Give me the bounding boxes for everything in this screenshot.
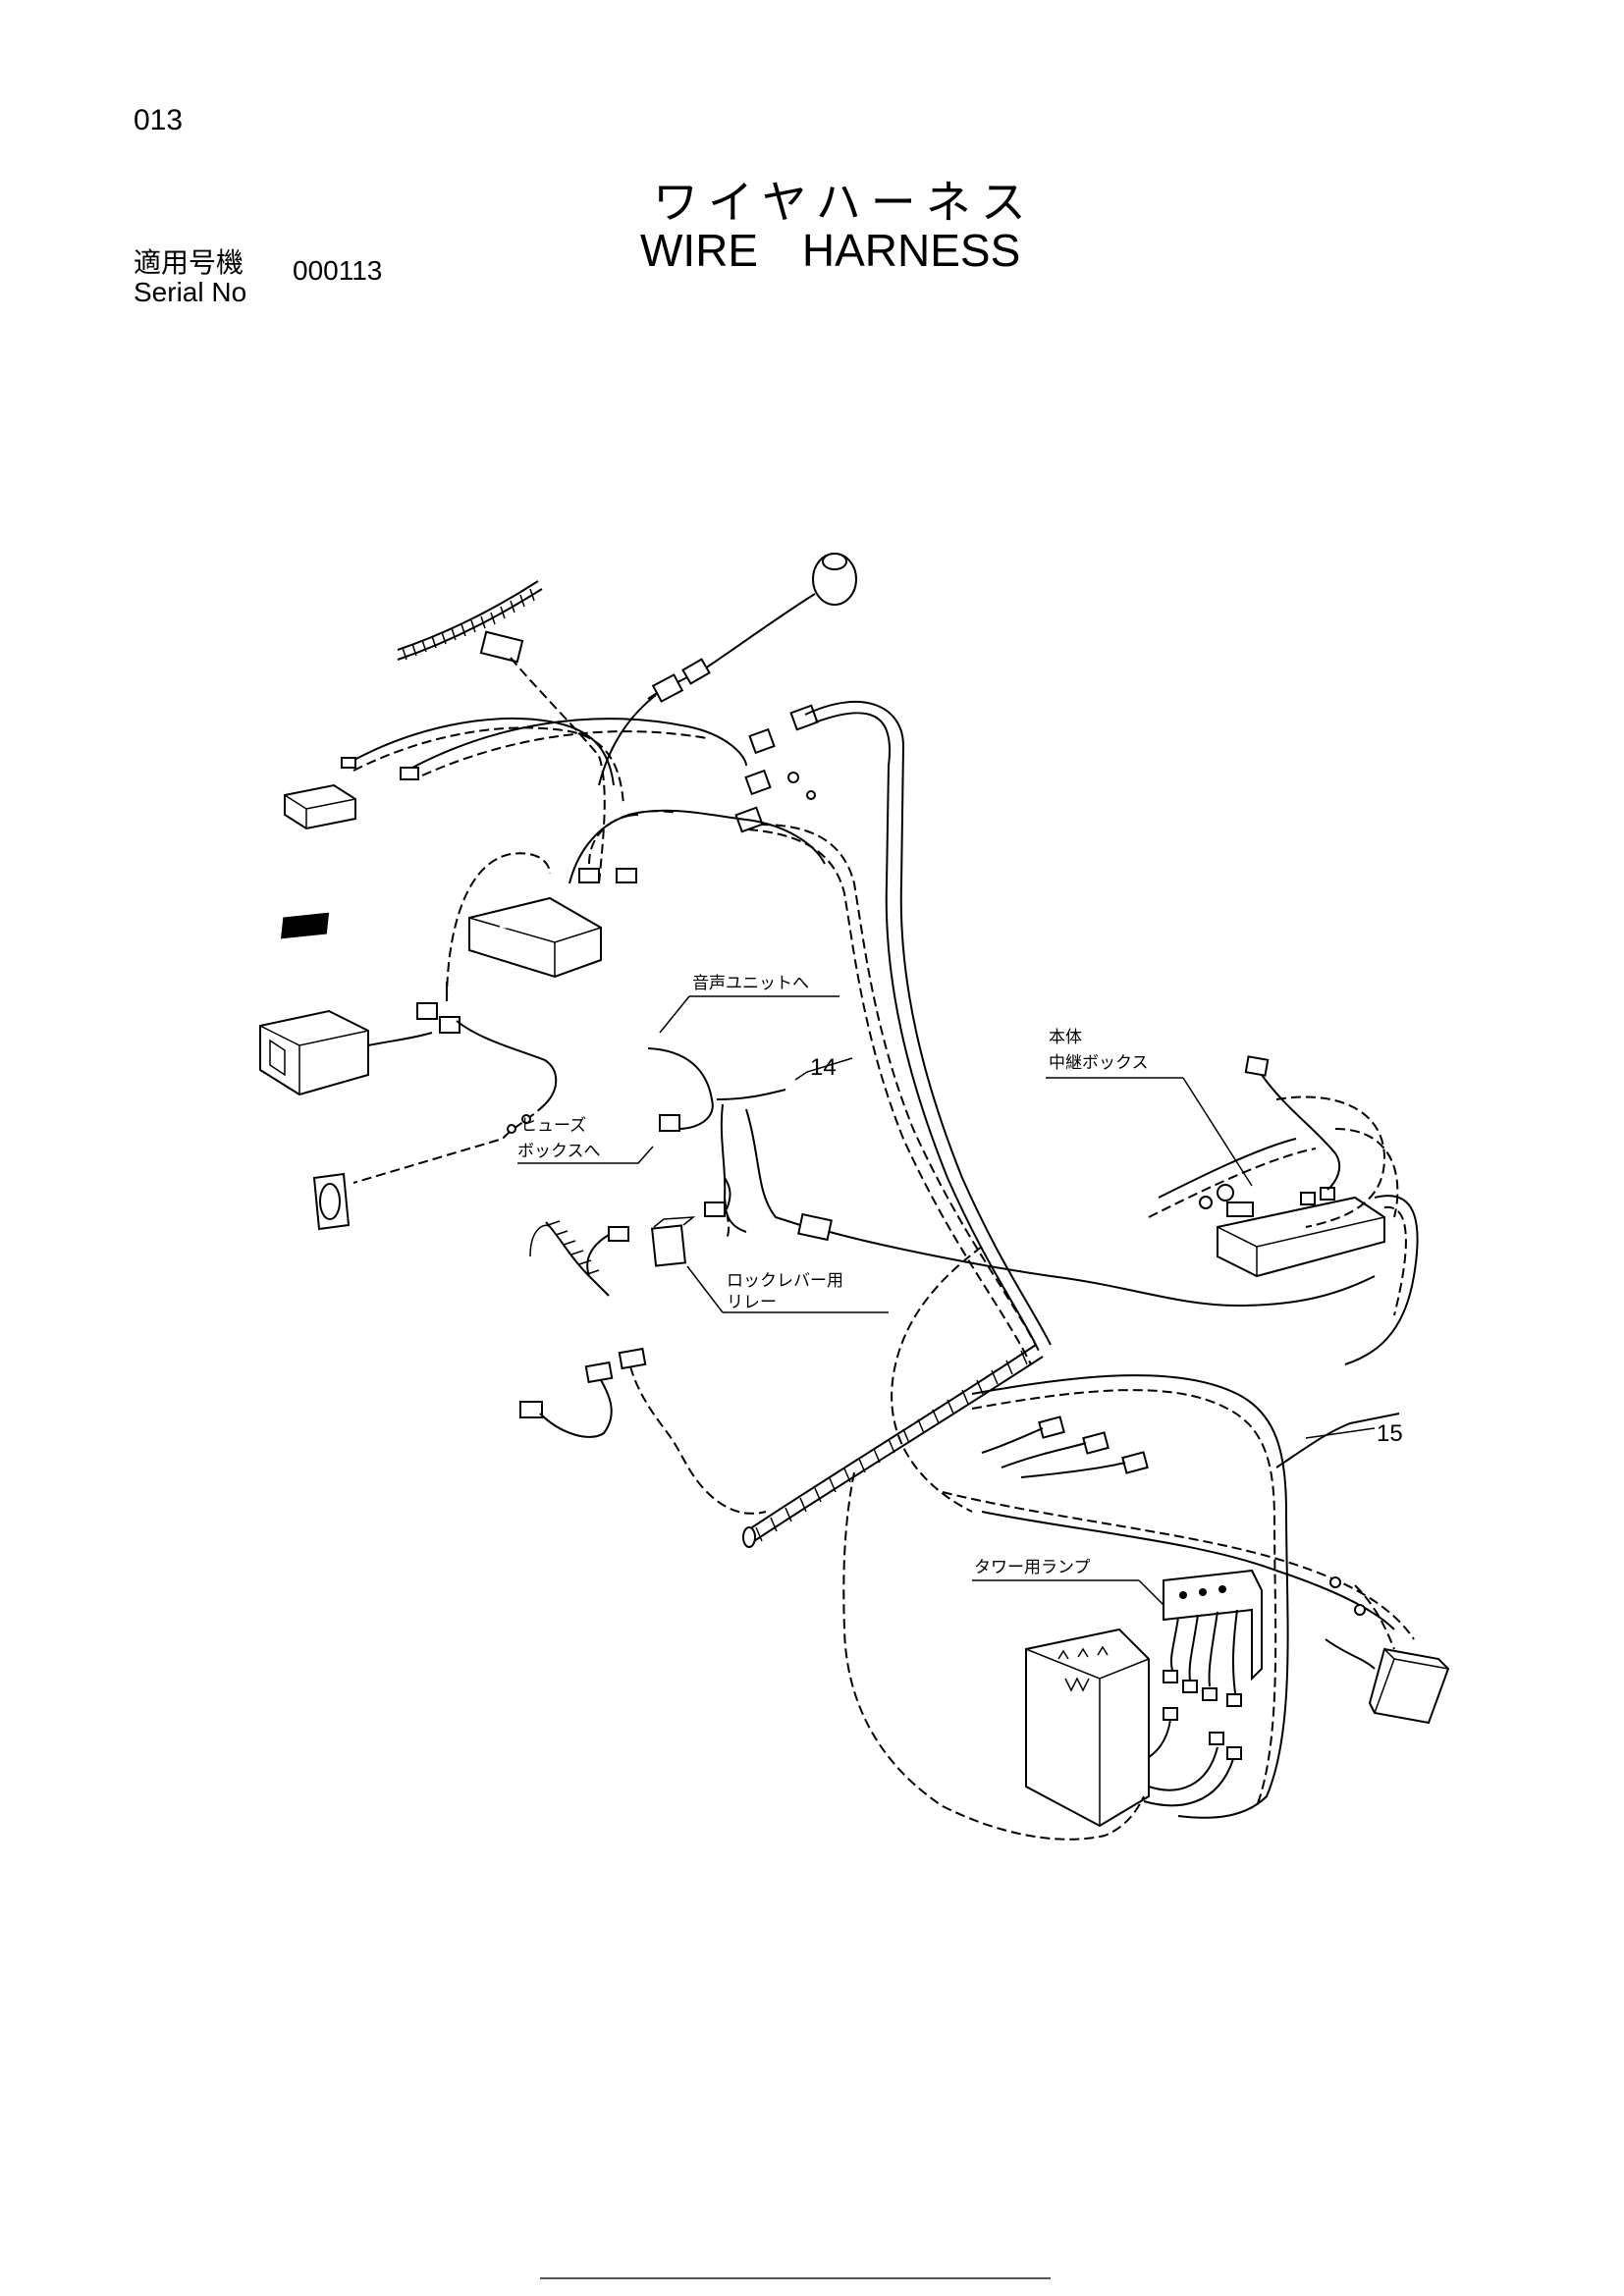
body-relay-box — [1199, 1184, 1385, 1278]
upper-coiled-conduit — [397, 580, 543, 661]
right-buzzer — [1368, 1647, 1450, 1725]
lower-connector-c — [618, 1347, 647, 1370]
main-coiled-conduit — [742, 1344, 1044, 1548]
fuse-pin — [521, 1114, 531, 1124]
horn-sensor — [598, 553, 857, 786]
relay-box-top-connector — [1244, 1055, 1270, 1077]
small-connector-b — [400, 767, 419, 780]
left-monitor-box — [259, 1009, 369, 1096]
relay-connector-b — [704, 1201, 726, 1217]
connector-c — [578, 868, 600, 883]
part-number-15: 15 — [1377, 1420, 1403, 1447]
buzzer-pin — [1354, 1604, 1366, 1616]
center-connector-cluster — [734, 704, 819, 833]
lamp-control-box — [1025, 1628, 1150, 1828]
monitor-connector-b — [439, 1016, 460, 1034]
fuse-pin — [507, 1124, 516, 1134]
controller-box — [280, 896, 602, 979]
lamp-box-connector — [1163, 1707, 1178, 1721]
lower-left-speaker — [312, 1172, 351, 1231]
page-number: 013 — [134, 104, 184, 136]
callout-body-relay-box-line1: 本体 — [1049, 1028, 1082, 1047]
bottom-rule — [540, 2277, 1051, 2279]
part-number-14: 14 — [810, 1054, 837, 1081]
monitor-connector-a — [416, 1002, 438, 1020]
harness15-connector-a — [1038, 1415, 1065, 1439]
callout-fuse-box-line1: ヒューズ — [520, 1116, 586, 1136]
serial-label-japanese: 適用号機 — [134, 247, 244, 278]
tower-lamp — [1163, 1569, 1263, 1707]
serial-label-english: Serial No — [134, 277, 247, 307]
connector-d — [616, 868, 637, 883]
upper-left-small-box — [284, 783, 356, 830]
lock-lever-relay — [650, 1216, 696, 1267]
callout-lock-lever-relay-line2: リレー — [727, 1293, 777, 1312]
lamp-box-connector — [1226, 1746, 1242, 1760]
lower-connector-a — [519, 1401, 543, 1418]
harness14-connector-a — [659, 1114, 680, 1132]
buzzer-pin — [1329, 1576, 1341, 1588]
callout-body-relay-box-line2: 中継ボックス — [1049, 1053, 1149, 1073]
callout-leaders — [517, 995, 1376, 1606]
lamp-box-connector — [1209, 1732, 1224, 1745]
serial-number-value: 000113 — [293, 255, 383, 286]
harness15-connector-b — [1082, 1431, 1110, 1455]
callout-tower-lamp: タワー用ランプ — [974, 1558, 1091, 1577]
page-title-english: WIRE HARNESS — [640, 225, 1021, 276]
upper-conduit-connector — [479, 630, 524, 664]
small-connector-a — [341, 757, 356, 769]
page-title-japanese: ワイヤハーネス — [653, 177, 1036, 228]
lower-left-coiled-harness — [529, 1220, 610, 1297]
callout-audio-unit: 音声ユニットへ — [692, 974, 809, 993]
lower-connector-b — [584, 1361, 614, 1384]
callout-fuse-box-line2: ボックスへ — [517, 1142, 601, 1161]
harness14-connector-b — [797, 1212, 833, 1242]
relay-connector-a — [608, 1226, 629, 1242]
callout-lock-lever-relay-line1: ロックレバー用 — [727, 1271, 843, 1291]
harness15-connector-c — [1121, 1451, 1149, 1474]
